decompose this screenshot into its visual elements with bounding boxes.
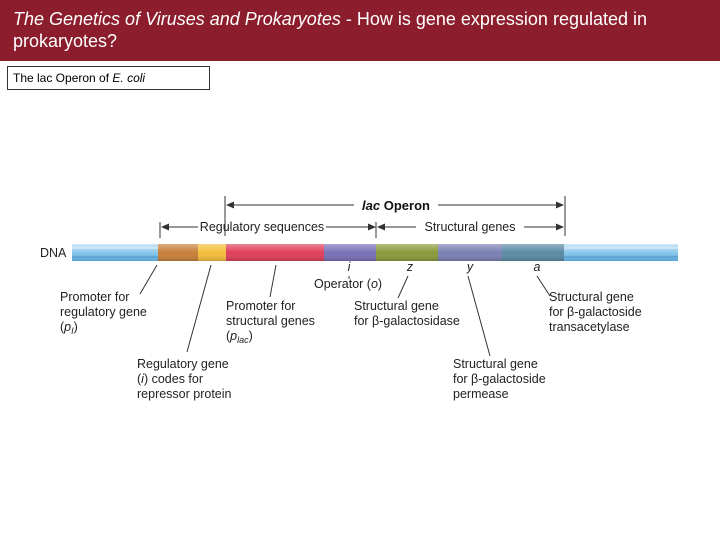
label-gene-y: Structural gene for β-galactoside permea…	[453, 357, 546, 401]
structural-bracket: Structural genes	[375, 220, 564, 238]
svg-text:Regulatory gene: Regulatory gene	[137, 357, 229, 371]
regulatory-bracket: Regulatory sequences	[159, 220, 376, 238]
svg-text:for β-galactoside: for β-galactoside	[549, 305, 642, 319]
svg-text:Structural gene: Structural gene	[453, 357, 538, 371]
gene-letter-y: y	[466, 260, 474, 274]
dna-label: DNA	[40, 246, 67, 260]
svg-text:Structural gene: Structural gene	[354, 299, 439, 313]
svg-text:Promoter for: Promoter for	[60, 290, 129, 304]
svg-text:(pI): (pI)	[60, 320, 78, 336]
pointer-promoter-regulatory	[139, 264, 158, 295]
operator-label: Operator (o)	[314, 277, 382, 291]
title-bar: The Genetics of Viruses and Prokaryotes …	[0, 0, 720, 61]
label-promoter-regulatory: Promoter for regulatory gene (pI)	[60, 290, 147, 336]
svg-text:for β-galactoside: for β-galactoside	[453, 372, 546, 386]
pointer-promoter-structural	[269, 264, 277, 298]
svg-text:Structural gene: Structural gene	[549, 290, 634, 304]
pointer-gene-y	[467, 275, 491, 357]
svg-text:repressor protein: repressor protein	[137, 387, 232, 401]
gene-letter-i: i	[348, 260, 352, 274]
slide-title-rest: How is gene expression regulated in prok…	[13, 9, 648, 51]
slide-title-italic: The Genetics of Viruses and Prokaryotes	[13, 9, 341, 29]
operon-title-rest: Operon	[380, 198, 430, 213]
svg-text:transacetylase: transacetylase	[549, 320, 630, 334]
svg-text:for β-galactosidase: for β-galactosidase	[354, 314, 460, 328]
caption-organism: E. coli	[112, 71, 146, 85]
pointer-gene-z	[397, 275, 409, 299]
svg-text:(plac): (plac)	[226, 329, 253, 345]
structural-genes-label: Structural genes	[424, 220, 515, 234]
operon-title: lac Operon	[362, 198, 430, 213]
svg-text:(i) codes for: (i) codes for	[137, 372, 203, 386]
label-gene-z: Structural gene for β-galactosidase	[354, 299, 460, 328]
label-regulatory-gene: Regulatory gene (i) codes for repressor …	[137, 357, 232, 401]
svg-text:regulatory gene: regulatory gene	[60, 305, 147, 319]
operon-title-lac: lac	[362, 198, 381, 213]
slide-title-separator: -	[340, 9, 357, 29]
svg-text:permease: permease	[453, 387, 509, 401]
label-promoter-structural: Promoter for structural genes (plac)	[226, 299, 315, 345]
label-gene-a: Structural gene for β-galactoside transa…	[549, 290, 642, 334]
regulatory-sequences-label: Regulatory sequences	[200, 220, 324, 234]
pointer-regulatory-gene	[186, 264, 212, 353]
slide-title: The Genetics of Viruses and Prokaryotes …	[13, 8, 713, 52]
gene-letter-a: a	[534, 260, 541, 274]
gene-letter-z: z	[406, 260, 414, 274]
caption-text: The lac Operon of	[13, 71, 113, 85]
svg-text:structural genes: structural genes	[226, 314, 315, 328]
pointer-gene-a	[536, 275, 551, 297]
operon-bracket: lac Operon	[224, 196, 566, 236]
svg-text:Promoter for: Promoter for	[226, 299, 295, 313]
figure-caption: The lac Operon of E. coli	[7, 66, 210, 90]
